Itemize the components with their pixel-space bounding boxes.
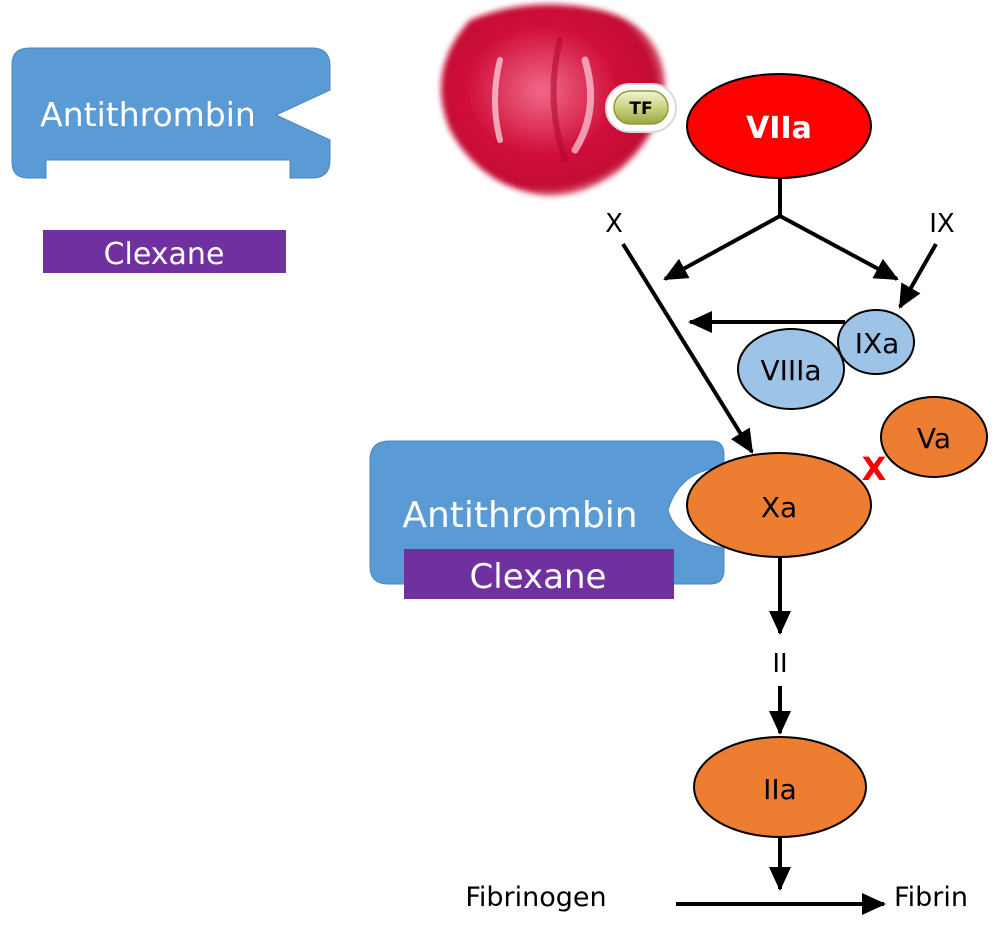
- legend-clexane: Clexane: [43, 230, 286, 273]
- ix-to-ixa-arrow: [898, 243, 938, 309]
- xa-label: Xa: [761, 491, 797, 524]
- tissue-cell: [441, 4, 665, 196]
- node-va: Va: [880, 396, 988, 478]
- node-ixa: IXa: [837, 309, 915, 375]
- tf-label: TF: [629, 99, 652, 119]
- viia-fork-arrows: [663, 178, 899, 281]
- fibrin-label: Fibrin: [894, 882, 968, 913]
- antithrombin-clexane-complex: Antithrombin Clexane: [369, 440, 725, 599]
- ixa-label: IXa: [855, 327, 900, 360]
- legend-antithrombin: Antithrombin: [11, 47, 331, 179]
- ix-input-label: IX: [929, 209, 954, 239]
- legend-antithrombin-label: Antithrombin: [40, 95, 256, 134]
- ii-label: II: [772, 649, 787, 679]
- va-label: Va: [917, 422, 951, 455]
- x-input-label: X: [605, 209, 623, 239]
- iia-label: IIa: [763, 773, 797, 806]
- antithrombin-shape: [11, 47, 331, 179]
- fibrinogen-label: Fibrinogen: [465, 882, 606, 913]
- complex-antithrombin-label: Antithrombin: [402, 495, 637, 536]
- node-viiia: VIIIa: [737, 328, 845, 410]
- complex-clexane-label: Clexane: [470, 557, 607, 597]
- node-viia: VIIa: [686, 73, 872, 179]
- node-iia: IIa: [693, 736, 867, 838]
- viia-label: VIIa: [746, 111, 812, 146]
- legend-clexane-label: Clexane: [104, 237, 225, 272]
- x-to-xa-arrow: [621, 242, 754, 454]
- inhibition-mark: X: [862, 450, 887, 488]
- complex-clexane-shape: [404, 549, 674, 599]
- viiia-label: VIIIa: [760, 354, 821, 387]
- tissue-factor-receptor: TF: [605, 83, 677, 133]
- node-xa: Xa: [686, 452, 872, 558]
- clexane-shape: [43, 230, 286, 273]
- complex-antithrombin-shape: [369, 440, 725, 585]
